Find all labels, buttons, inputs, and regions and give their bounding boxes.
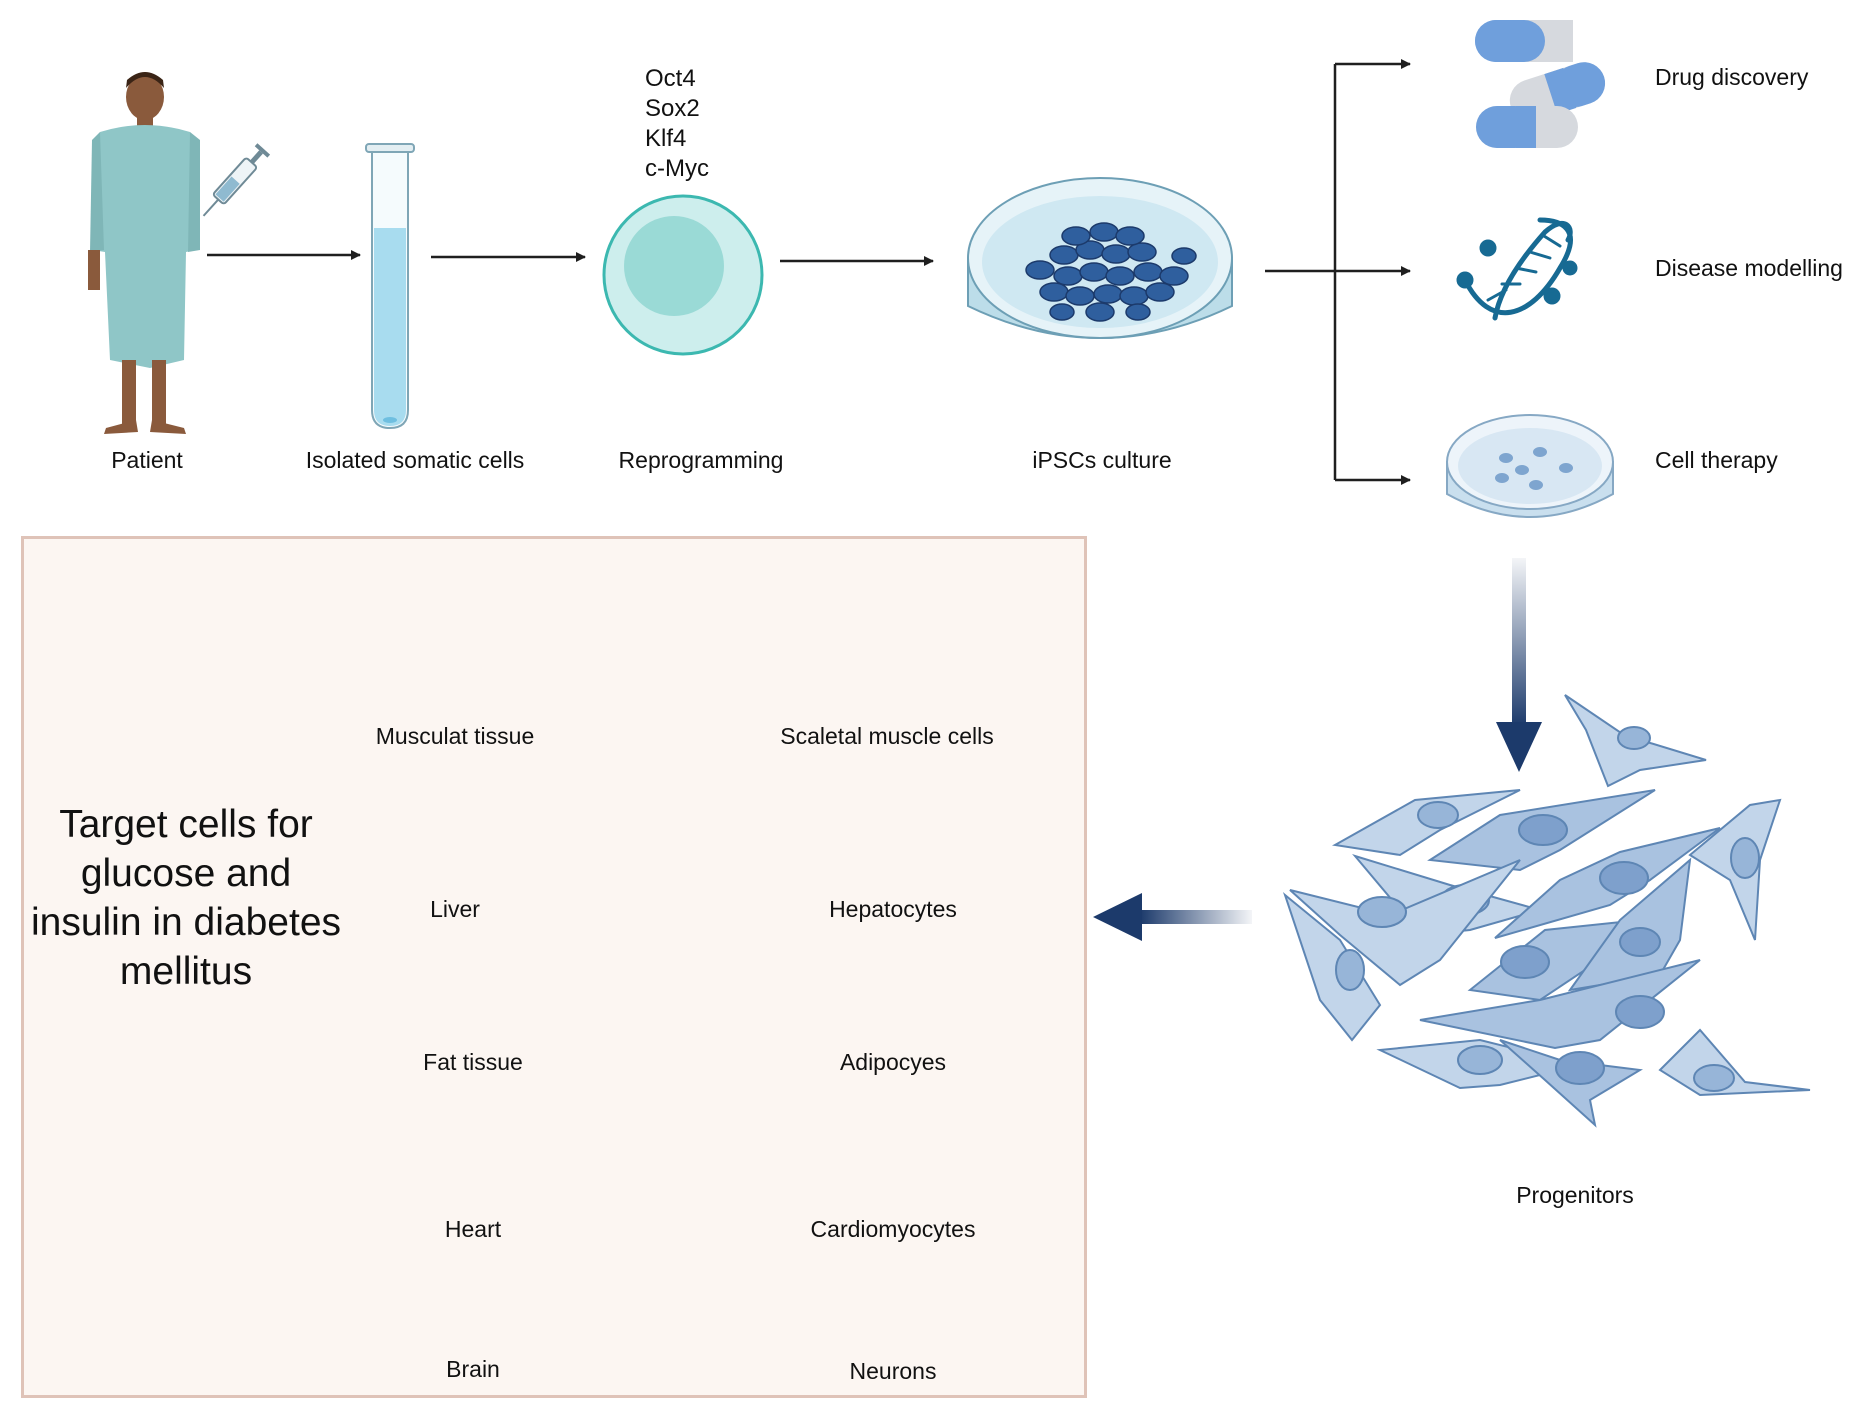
syringe-icon bbox=[202, 143, 271, 217]
adipocytes-label: Adipocyes bbox=[839, 1049, 947, 1075]
cardiomyocytes-label: Cardiomyocytes bbox=[810, 1216, 976, 1242]
hepatocytes-label: Hepatocytes bbox=[829, 896, 957, 922]
progenitors-label: Progenitors bbox=[1516, 1182, 1634, 1208]
factor-sox2: Sox2 bbox=[645, 95, 700, 122]
disease-modelling-label: Disease modelling bbox=[1655, 255, 1843, 281]
down-arrow bbox=[1496, 558, 1542, 772]
left-arrow bbox=[1093, 893, 1252, 941]
factor-klf4: Klf4 bbox=[645, 125, 687, 152]
target-cells-panel bbox=[21, 536, 1087, 1398]
patient-figure bbox=[88, 72, 200, 434]
fat-tissue-label: Fat tissue bbox=[423, 1049, 523, 1075]
ipsc-dish-icon bbox=[967, 177, 1233, 339]
cell-therapy-label: Cell therapy bbox=[1655, 447, 1778, 473]
reprogramming-factors: Oct4 Sox2 Klf4 c-Myc bbox=[645, 64, 709, 184]
ipsc-culture-label: iPSCs culture bbox=[1032, 447, 1172, 473]
test-tube-icon bbox=[365, 143, 415, 430]
drug-discovery-label: Drug discovery bbox=[1655, 64, 1809, 90]
factor-cmyc: c-Myc bbox=[645, 155, 709, 182]
heart-label: Heart bbox=[444, 1216, 502, 1242]
panel-title: Target cells for glucose and insulin in … bbox=[30, 803, 342, 993]
reprogrammed-cell-icon bbox=[602, 194, 764, 356]
neurons-label: Neurons bbox=[849, 1358, 937, 1384]
muscle-tissue-label: Musculat tissue bbox=[375, 723, 535, 749]
brain-label: Brain bbox=[446, 1356, 500, 1382]
patient-label: Patient bbox=[111, 447, 183, 473]
dna-icon bbox=[1456, 217, 1578, 321]
skeletal-muscle-cells-label: Scaletal muscle cells bbox=[780, 723, 994, 749]
progenitor-cells bbox=[1282, 694, 1811, 1128]
workflow-arrows bbox=[207, 59, 1411, 485]
factor-oct4: Oct4 bbox=[645, 65, 696, 92]
isolated-cells-label: Isolated somatic cells bbox=[305, 447, 525, 473]
reprogramming-label: Reprogramming bbox=[618, 447, 784, 473]
therapy-dish-icon bbox=[1446, 414, 1614, 518]
pills-icon bbox=[1475, 20, 1606, 148]
liver-label: Liver bbox=[430, 896, 480, 922]
